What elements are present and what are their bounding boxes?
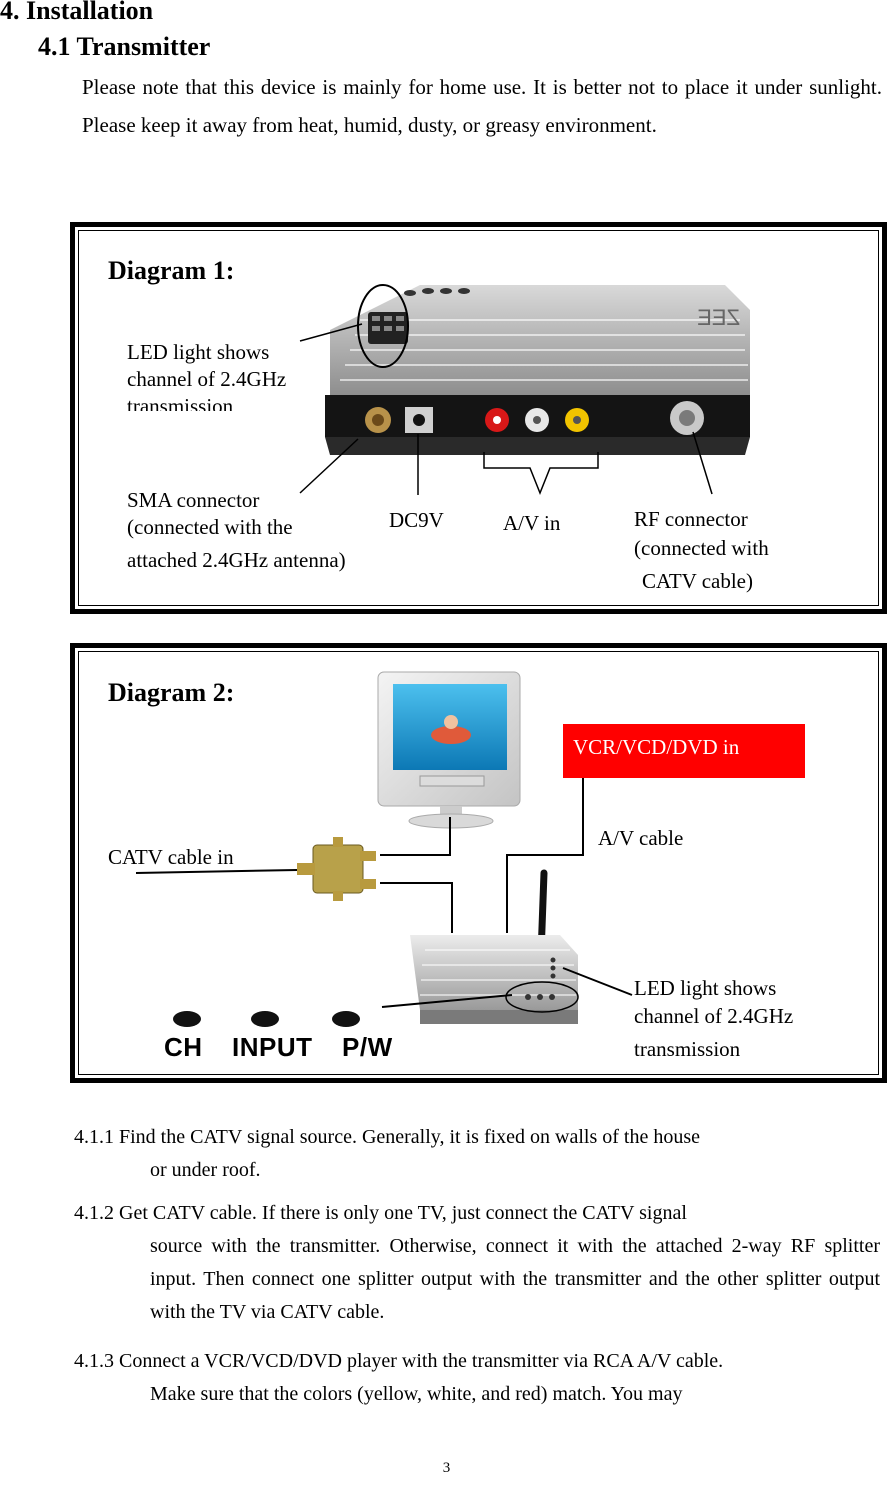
d2-av-cable-label: A/V cable	[598, 826, 684, 850]
device-logo: ZEE	[697, 305, 740, 330]
d2-led-label-2: channel of 2.4GHz	[634, 1004, 794, 1028]
diagram-1-frame	[70, 222, 887, 614]
d2-led-label-1: LED light shows	[634, 976, 777, 1000]
step-4-1-1: 4.1.1 Find the CATV signal source. Gener…	[74, 1121, 893, 1187]
d1-led-label-2: channel of 2.4GHz	[127, 367, 287, 391]
step-4-1-2: 4.1.2 Get CATV cable. If there is only o…	[74, 1197, 893, 1329]
subsection-heading: 4.1 Transmitter	[38, 32, 211, 61]
step-4-1-2-rest: source with the transmitter. Otherwise, …	[150, 1235, 880, 1323]
intro-paragraph: Please note that this device is mainly f…	[82, 75, 882, 137]
page-number: 3	[442, 1460, 451, 1476]
step-4-1-1-first: 4.1.1 Find the CATV signal source. Gener…	[74, 1126, 701, 1148]
d1-rf-label-1: RF connector	[634, 507, 748, 531]
d1-sma-label-2: (connected with the	[127, 515, 293, 539]
d1-led-label-1: LED light shows	[127, 340, 270, 364]
d1-sma-label-1: SMA connector	[127, 488, 260, 512]
diagram-1-title: Diagram 1:	[108, 256, 235, 285]
d1-rf-label-3: CATV cable)	[642, 569, 753, 593]
button-label-input: INPUT	[232, 1032, 313, 1062]
d1-av-label: A/V in	[503, 511, 561, 535]
step-4-1-1-rest: or under roof.	[150, 1159, 261, 1181]
vcr-input-label: VCR/VCD/DVD in	[563, 724, 805, 778]
section-heading: 4. Installation	[0, 0, 154, 25]
diagram-2-frame	[70, 643, 887, 1083]
step-4-1-3-first: 4.1.3 Connect a VCR/VCD/DVD player with …	[74, 1350, 724, 1372]
diagram-2-title: Diagram 2:	[108, 678, 235, 707]
d1-led-label-3: transmission	[127, 394, 234, 411]
button-labels: CH INPUT P/W	[164, 1032, 393, 1063]
step-4-1-3-rest: Make sure that the colors (yellow, white…	[150, 1383, 683, 1405]
button-label-pw: P/W	[342, 1032, 393, 1062]
button-label-ch: CH	[164, 1032, 203, 1062]
d1-rf-label-2: (connected with	[634, 536, 769, 560]
d2-catv-label: CATV cable in	[108, 845, 234, 869]
d1-dc-label: DC9V	[389, 508, 444, 532]
step-4-1-2-first: 4.1.2 Get CATV cable. If there is only o…	[74, 1202, 687, 1224]
d1-sma-label-3: attached 2.4GHz antenna)	[127, 548, 346, 572]
step-4-1-3: 4.1.3 Connect a VCR/VCD/DVD player with …	[74, 1345, 893, 1411]
d2-led-label-3: transmission	[634, 1037, 741, 1061]
